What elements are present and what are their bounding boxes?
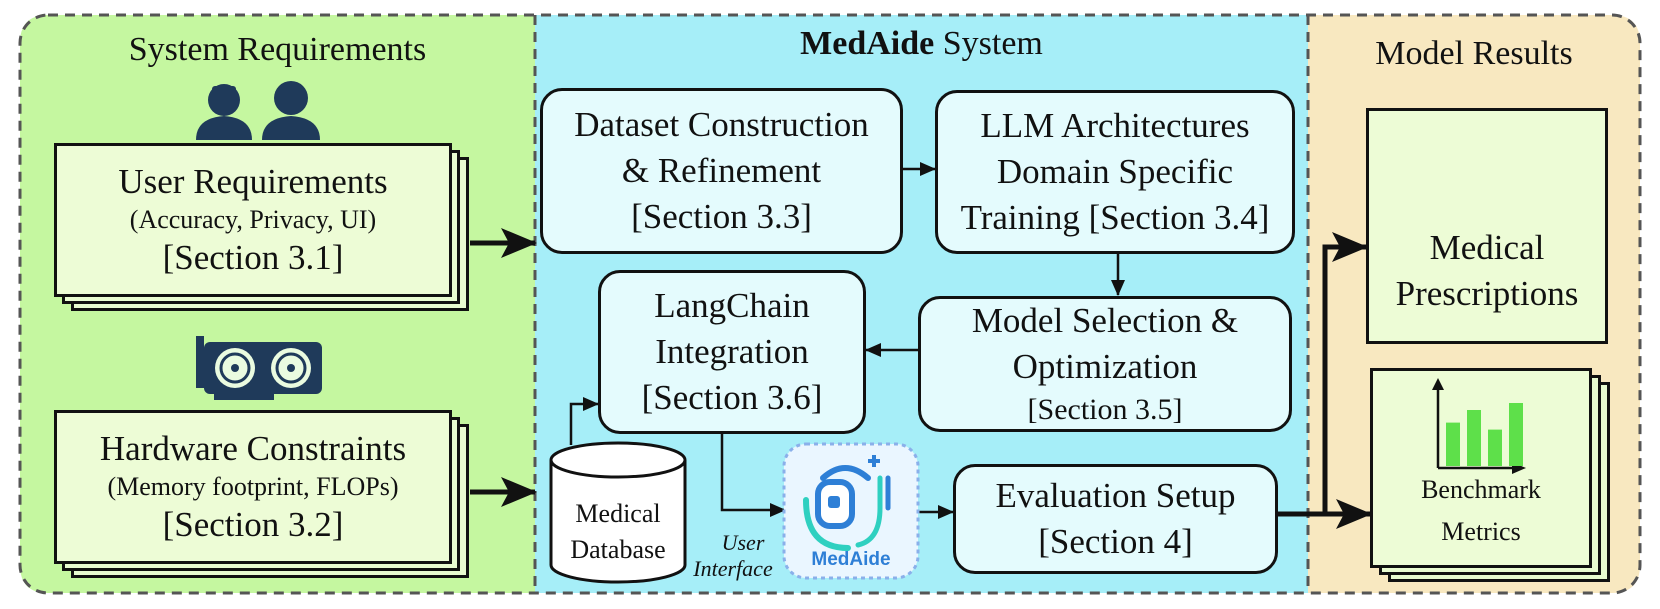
llm-line1: LLM Architectures <box>980 106 1250 145</box>
arrow-langchain-logo <box>720 433 786 517</box>
medaide-logo-tile <box>782 442 920 580</box>
medical-prescriptions-box: Medical Prescriptions <box>1366 108 1608 344</box>
langchain-integration-box: LangChain Integration [Section 3.6] <box>598 270 866 434</box>
database-label: Medical Database <box>551 496 685 568</box>
user-interface-line1: User <box>721 530 765 555</box>
model-sel-line1: Model Selection & <box>971 301 1239 340</box>
model-sel-section: [Section 3.5] <box>1027 393 1183 426</box>
langchain-section: [Section 3.6] <box>641 378 823 417</box>
evaluation-setup-box: Evaluation Setup [Section 4] <box>953 464 1278 574</box>
right-panel-title: Model Results <box>1375 35 1573 72</box>
llm-line2: Domain Specific <box>996 152 1234 191</box>
dataset-construction-box: Dataset Construction & Refinement [Secti… <box>540 88 903 254</box>
arrow-db-langchain <box>569 397 599 445</box>
model-selection-box: Model Selection & Optimization [Section … <box>918 296 1292 432</box>
prescriptions-line2: Prescriptions <box>1395 274 1579 313</box>
llm-line3: Training [Section 3.4] <box>960 198 1270 237</box>
center-panel-title: MedAide System <box>535 24 1308 64</box>
evaluation-line1: Evaluation Setup <box>995 476 1236 515</box>
llm-architectures-box: LLM Architectures Domain Specific Traini… <box>935 90 1295 254</box>
benchmark-metrics-box: Benchmark Metrics <box>1370 368 1592 568</box>
hardware-sub: (Memory footprint, FLOPs) <box>107 472 399 501</box>
user-req-sub: (Accuracy, Privacy, UI) <box>129 205 377 234</box>
arrow-eval-prescriptions <box>1322 232 1368 514</box>
user-interface-line2: Interface <box>693 556 773 581</box>
users-icon <box>196 81 320 140</box>
database-cylinder <box>549 441 687 584</box>
gpu-icon <box>196 336 322 400</box>
user-requirements-box: User Requirements (Accuracy, Privacy, UI… <box>54 143 452 297</box>
prescriptions-line1: Medical <box>1429 228 1545 267</box>
outer-dashed-border <box>18 13 1642 595</box>
evaluation-section: [Section 4] <box>1038 522 1193 561</box>
system-title-rest: System <box>934 25 1043 62</box>
user-interface-label: User Interface <box>688 530 798 582</box>
left-panel-title: System Requirements <box>128 31 427 68</box>
dataset-section: [Section 3.3] <box>631 197 812 236</box>
benchmark-line2: Metrics <box>1441 517 1521 546</box>
dataset-line1: Dataset Construction <box>574 105 869 144</box>
dataset-line2: & Refinement <box>621 151 822 190</box>
langchain-line2: Integration <box>655 332 809 371</box>
database-line2: Database <box>570 535 666 564</box>
langchain-line1: LangChain <box>654 286 810 325</box>
database-line1: Medical <box>575 499 661 528</box>
hardware-title: Hardware Constraints <box>99 429 407 468</box>
model-sel-line2: Optimization <box>1012 347 1198 386</box>
benchmark-line1: Benchmark <box>1421 475 1541 504</box>
user-req-section: [Section 3.1] <box>162 238 344 277</box>
hardware-constraints-box: Hardware Constraints (Memory footprint, … <box>54 410 452 564</box>
medaide-title-bold: MedAide <box>800 25 935 62</box>
user-req-title: User Requirements <box>118 162 388 201</box>
hardware-section: [Section 3.2] <box>162 505 344 544</box>
medaide-logo-text: MedAide <box>811 549 891 570</box>
